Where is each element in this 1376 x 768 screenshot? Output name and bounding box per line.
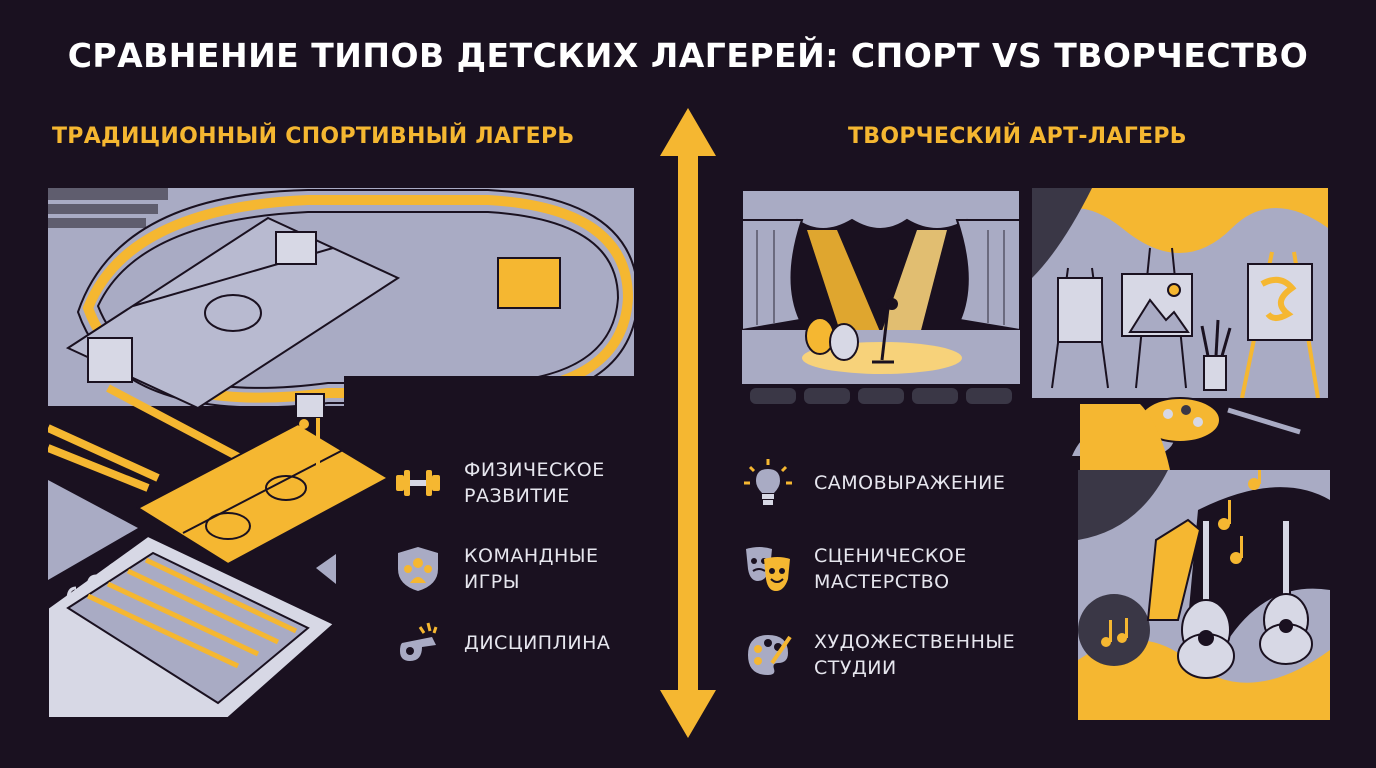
art-camp-heading: ТВОРЧЕСКИЙ АРТ-ЛАГЕРЬ bbox=[848, 124, 1187, 149]
vs-double-arrow-icon bbox=[660, 108, 716, 738]
benefit-discipline-label: ДИСЦИПЛИНА bbox=[464, 632, 611, 654]
benefit-self-expression-label: САМОВЫРАЖЕНИЕ bbox=[814, 472, 1006, 494]
bleachers bbox=[48, 188, 168, 228]
benefit-team-games: КОМАНДНЫЕ ИГРЫ bbox=[392, 542, 610, 596]
lightbulb-icon bbox=[744, 459, 792, 505]
theater-stage-illustration bbox=[742, 190, 1020, 404]
benefit-discipline: ДИСЦИПЛИНА bbox=[392, 616, 610, 670]
benefit-self-expression: САМОВЫРАЖЕНИЕ bbox=[742, 456, 1015, 510]
art-studio-illustration bbox=[1032, 188, 1328, 456]
art-benefits-list: САМОВЫРАЖЕНИЕ СЦЕНИЧЕСКОЕ МАСТЕРСТВО ХУД… bbox=[742, 456, 1015, 682]
benefit-art-studios: ХУДОЖЕСТВЕННЫЕ СТУДИИ bbox=[742, 628, 1015, 682]
benefit-art-studios-label: ХУДОЖЕСТВЕННЫЕ СТУДИИ bbox=[814, 631, 1016, 679]
sport-benefits-list: ФИЗИЧЕСКОЕ РАЗВИТИЕ КОМАНДНЫЕ ИГРЫ ДИСЦИ… bbox=[392, 456, 610, 670]
benefit-stage-craft-label: СЦЕНИЧЕСКОЕ МАСТЕРСТВО bbox=[814, 545, 967, 593]
benefit-team-games-label: КОМАНДНЫЕ ИГРЫ bbox=[464, 545, 599, 593]
dumbbell-icon bbox=[396, 470, 440, 496]
sport-camp-illustration bbox=[48, 188, 638, 719]
benefit-physical: ФИЗИЧЕСКОЕ РАЗВИТИЕ bbox=[392, 456, 610, 510]
benefit-physical-label: ФИЗИЧЕСКОЕ РАЗВИТИЕ bbox=[464, 459, 605, 507]
palette-icon bbox=[748, 635, 792, 675]
benefit-stage-craft: СЦЕНИЧЕСКОЕ МАСТЕРСТВО bbox=[742, 542, 1015, 596]
team-shield-icon bbox=[398, 547, 438, 591]
sport-camp-heading: ТРАДИЦИОННЫЙ СПОРТИВНЫЙ ЛАГЕРЬ bbox=[52, 124, 575, 149]
whistle-icon bbox=[400, 622, 438, 661]
art-decor-shape bbox=[1080, 404, 1170, 470]
music-illustration bbox=[1078, 470, 1330, 720]
theater-masks-icon bbox=[746, 547, 790, 591]
page-title: СРАВНЕНИЕ ТИПОВ ДЕТСКИХ ЛАГЕРЕЙ: СПОРТ V… bbox=[67, 36, 1309, 75]
